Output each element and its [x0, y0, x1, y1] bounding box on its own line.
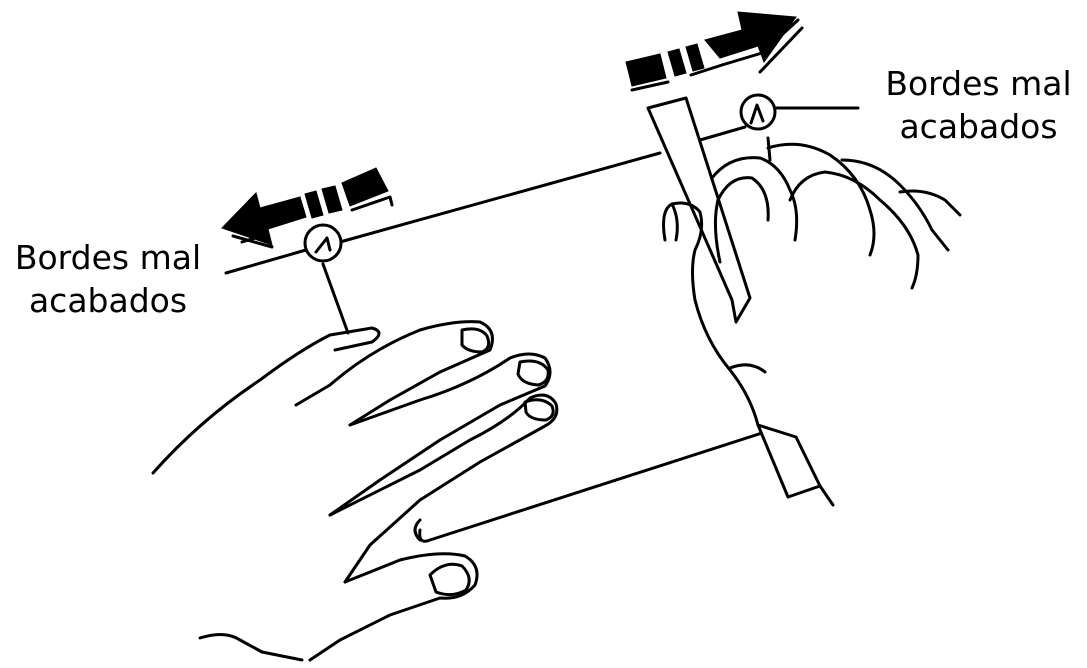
callout-right-line1: Bordes mal	[876, 62, 1081, 105]
callout-left-line1: Bordes mal	[8, 236, 208, 279]
callout-label-right: Bordes mal acabados	[876, 62, 1081, 148]
paper-left-edge	[323, 264, 348, 333]
rough-edge-marker-left	[305, 225, 341, 261]
rough-edge-marker-right	[741, 95, 858, 129]
arrow-right-icon	[626, 12, 802, 90]
callout-right-line2: acabados	[876, 105, 1081, 148]
ruler-strip-bottom	[758, 425, 820, 497]
callout-label-left: Bordes mal acabados	[8, 236, 208, 322]
callout-left-line2: acabados	[8, 279, 208, 322]
paper-top-edge-right	[700, 127, 745, 140]
paper-top-edge-left-stub	[226, 250, 306, 273]
right-hand-illustration	[648, 98, 960, 505]
paper-bottom-edge	[420, 432, 765, 541]
left-hand-illustration	[153, 322, 557, 660]
